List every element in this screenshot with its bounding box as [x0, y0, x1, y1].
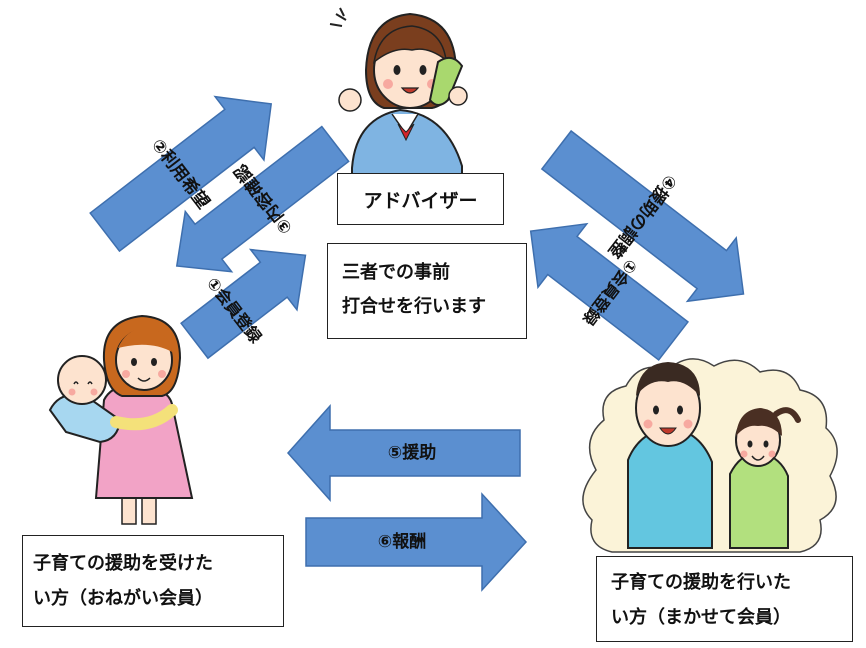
arrow-support: ⑤援助: [286, 404, 521, 502]
arrow-reward: ⑥報酬: [305, 492, 528, 592]
meeting-line-2: 打合せを行います: [342, 296, 486, 317]
arrow-usage-request: ②利用希望: [89, 95, 273, 253]
adviser-label: アドバイザー: [363, 189, 478, 212]
arrow-support-coordination: ④援助の調整: [540, 129, 745, 303]
makase-member-illustration: [582, 358, 838, 553]
makase-line-2: い方（まかせて会員）: [611, 607, 791, 628]
makase-line-1: 子育ての援助を行いた: [611, 572, 791, 593]
onegai-line-2: い方（おねがい会員）: [33, 588, 213, 609]
onegai-line-1: 子育ての援助を受けた: [33, 553, 213, 574]
adviser-box: アドバイザー: [337, 173, 504, 225]
onegai-member-illustration: [48, 314, 194, 525]
arrow-content-confirm: ③内容確認: [175, 125, 350, 273]
adviser-illustration: [329, 7, 468, 175]
arrow-member-registration-left: ①会員登録: [180, 248, 307, 360]
meeting-line-1: 三者での事前: [342, 262, 450, 283]
arrow-support-label: ⑤援助: [388, 442, 436, 463]
arrow-reward-label: ⑥報酬: [378, 531, 426, 552]
onegai-member-box: 子育ての援助を受けた い方（おねがい会員）: [22, 535, 284, 627]
makase-member-box: 子育ての援助を行いた い方（まかせて会員）: [596, 556, 853, 642]
arrow-member-registration-right: ①会員登録: [529, 222, 690, 361]
three-party-meeting-box: 三者での事前 打合せを行います: [327, 243, 527, 339]
